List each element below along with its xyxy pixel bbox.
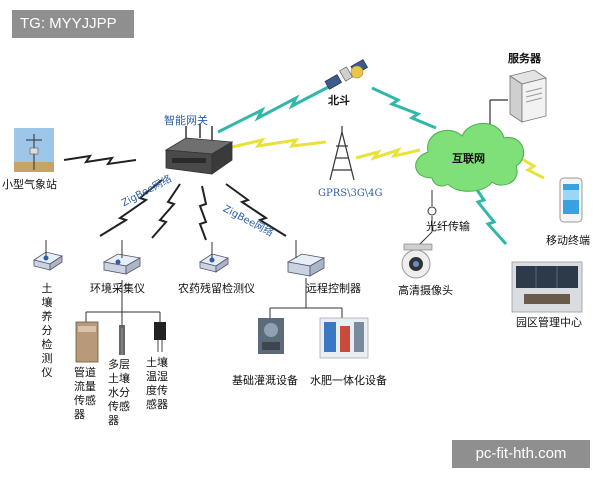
irrigation-equipment-image [258,318,284,354]
link-gateway-remote [225,183,287,237]
label-camera: 高清摄像头 [398,284,453,297]
server-icon [489,69,547,124]
weather-station-icon [14,128,54,172]
label-multi-layer-moisture: 多层土壤水分传感器 [108,358,130,427]
wireless-links [63,80,545,246]
env-collector-device-icon [102,240,142,275]
link-internet-park [468,179,508,246]
label-park-center: 园区管理中心 [516,316,582,329]
link-satellite-internet [371,86,437,130]
label-mobile-terminal: 移动终端 [546,234,590,247]
label-soil-temp-humidity: 土壤温湿度传感器 [146,356,168,411]
park-center-image [511,261,583,313]
label-gateway: 智能网关 [164,114,208,127]
label-env-collector: 环境采集仪 [90,282,145,295]
pipe-flow-sensor-icon [75,321,99,363]
label-satellite: 北斗 [328,94,350,107]
soil-nutrient-device-icon [33,240,63,271]
pesticide-device-icon [199,242,229,273]
label-fertigation: 水肥一体化设备 [310,374,387,387]
satellite-icon [324,59,368,90]
gateway-device-icon [164,124,234,175]
soil-temp-humidity-sensor-icon [154,322,166,352]
link-internet-mobile [519,156,545,180]
link-weather-gateway [63,154,137,166]
label-irrigation: 基础灌溉设备 [232,374,298,387]
fertigation-equipment-image [319,317,369,359]
label-remote-controller: 远程控制器 [306,282,361,295]
link-gateway-soil [99,179,163,237]
mobile-phone-icon [559,177,583,223]
link-gateway-gprs [227,137,327,150]
fiber-link [417,190,437,247]
cell-tower-icon [329,126,355,181]
label-internet: 互联网 [452,152,485,165]
label-soil-nutrient: 土壤养分检测仪 [41,282,53,379]
camera-icon [401,243,433,279]
link-gprs-internet [355,147,421,161]
link-satellite-gateway [217,80,339,134]
watermark-top-left: TG: MYYJJPP [12,10,134,38]
sensor-tree-lines [85,278,343,325]
label-gprs: GPRS\3G\4G [318,188,383,199]
label-pipe-flow: 管道流量传感器 [74,366,96,421]
link-gateway-env [151,183,181,239]
label-weather-station: 小型气象站 [2,178,57,191]
link-gateway-pesticide [198,185,208,241]
remote-controller-device-icon [286,240,326,277]
label-server: 服务器 [508,52,541,65]
label-fiber: 光纤传输 [426,220,470,233]
watermark-bottom-right: pc-fit-hth.com [452,440,590,468]
internet-cloud-icon [415,123,525,192]
label-pesticide-detector: 农药残留检测仪 [178,282,255,295]
multi-layer-moisture-sensor-icon [119,325,125,355]
